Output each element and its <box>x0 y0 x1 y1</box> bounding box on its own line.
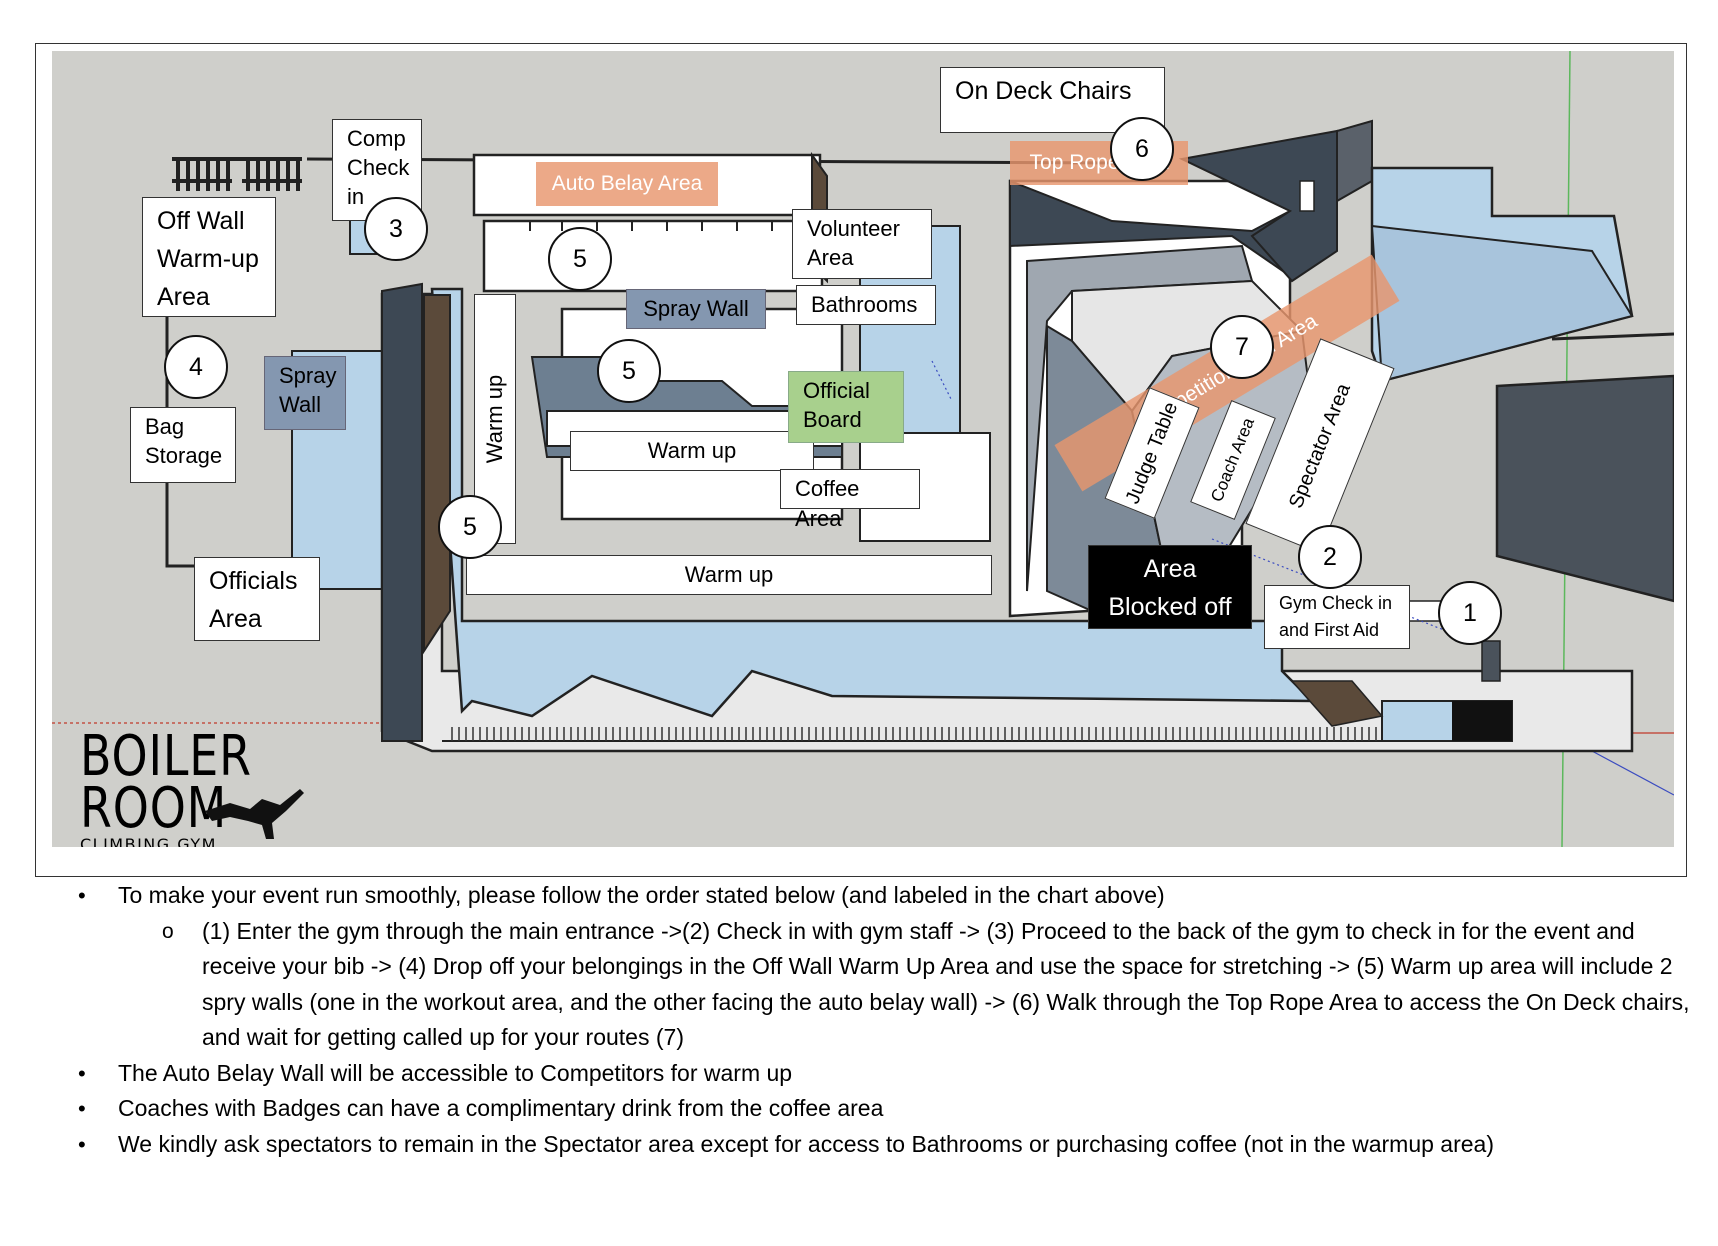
bathrooms-label: Bathrooms <box>796 285 936 325</box>
dotted-guide <box>1211 538 1473 642</box>
step-marker-3: 3 <box>364 197 428 261</box>
entrance-dark-block <box>1452 701 1512 741</box>
off-wall-warmup-label: Off Wall Warm-up Area <box>142 197 276 317</box>
gym-check-in-label: Gym Check in and First Aid <box>1264 585 1410 649</box>
left-dark-wall <box>381 282 423 742</box>
logo-line-3: CLIMBING GYM <box>80 835 217 847</box>
officials-area-label: Officials Area <box>194 557 320 641</box>
boiler-room-logo: BOILER ROOM CLIMBING GYM <box>80 724 304 847</box>
warm-up-center-label: Warm up <box>570 431 814 471</box>
perimeter-right <box>1551 332 1674 341</box>
step-marker-1: 1 <box>1438 581 1502 645</box>
instruction-sub-1: (1) Enter the gym through the main entra… <box>0 914 1692 1056</box>
step-marker-5c: 5 <box>438 495 502 559</box>
logo-line-2: ROOM <box>80 776 228 841</box>
instruction-bullet-3: Coaches with Badges can have a complimen… <box>0 1091 1698 1127</box>
step-marker-4: 4 <box>164 335 228 399</box>
warm-up-bottom-label: Warm up <box>466 555 992 595</box>
coffee-area-label: Coffee Area <box>780 469 920 531</box>
climber-silhouette-icon <box>205 789 304 839</box>
auto-belay-wall-lower <box>482 219 824 293</box>
logo-line-1: BOILER <box>80 724 252 789</box>
step-marker-7: 7 <box>1210 315 1274 379</box>
base-ticks <box>451 727 1419 741</box>
floor-plan-drawing <box>52 51 1674 847</box>
gym-floor-map: Auto Belay Area Top Rope Area Competitio… <box>52 51 1674 847</box>
instruction-bullet-2: The Auto Belay Wall will be accessible t… <box>0 1056 1698 1092</box>
right-dark-wall <box>1495 374 1674 603</box>
step-marker-5a: 5 <box>548 227 612 291</box>
entrance-ramp <box>1290 680 1384 727</box>
step-marker-5b: 5 <box>597 339 661 403</box>
top-rope-panel <box>1336 119 1373 203</box>
fence-posts <box>172 157 302 191</box>
spray-wall-center-label: Spray Wall <box>626 289 766 329</box>
bag-storage-label: Bag Storage <box>130 407 236 483</box>
area-blocked-off-label: Area Blocked off <box>1088 545 1252 629</box>
warm-up-wall-blue <box>430 287 1316 718</box>
instruction-bullet-4: We kindly ask spectators to remain in th… <box>0 1127 1698 1163</box>
instruction-bullet-1: To make your event run smoothly, please … <box>0 878 1698 914</box>
spray-wall-left-label: Spray Wall <box>264 356 346 430</box>
right-blue-overhang <box>1370 224 1634 383</box>
instructions-section: To make your event run smoothly, please … <box>0 878 1718 1162</box>
door-marker <box>1299 180 1315 212</box>
official-board-label: Official Board <box>788 371 904 443</box>
map-frame <box>35 43 1687 877</box>
left-wood-panel <box>423 294 451 655</box>
step-marker-2: 2 <box>1298 525 1362 589</box>
blue-axis-line <box>1591 750 1674 796</box>
entrance-marker <box>1481 640 1501 682</box>
auto-belay-area-zone: Auto Belay Area <box>536 162 718 206</box>
step-marker-6: 6 <box>1110 117 1174 181</box>
volunteer-area-label: Volunteer Area <box>792 209 932 279</box>
